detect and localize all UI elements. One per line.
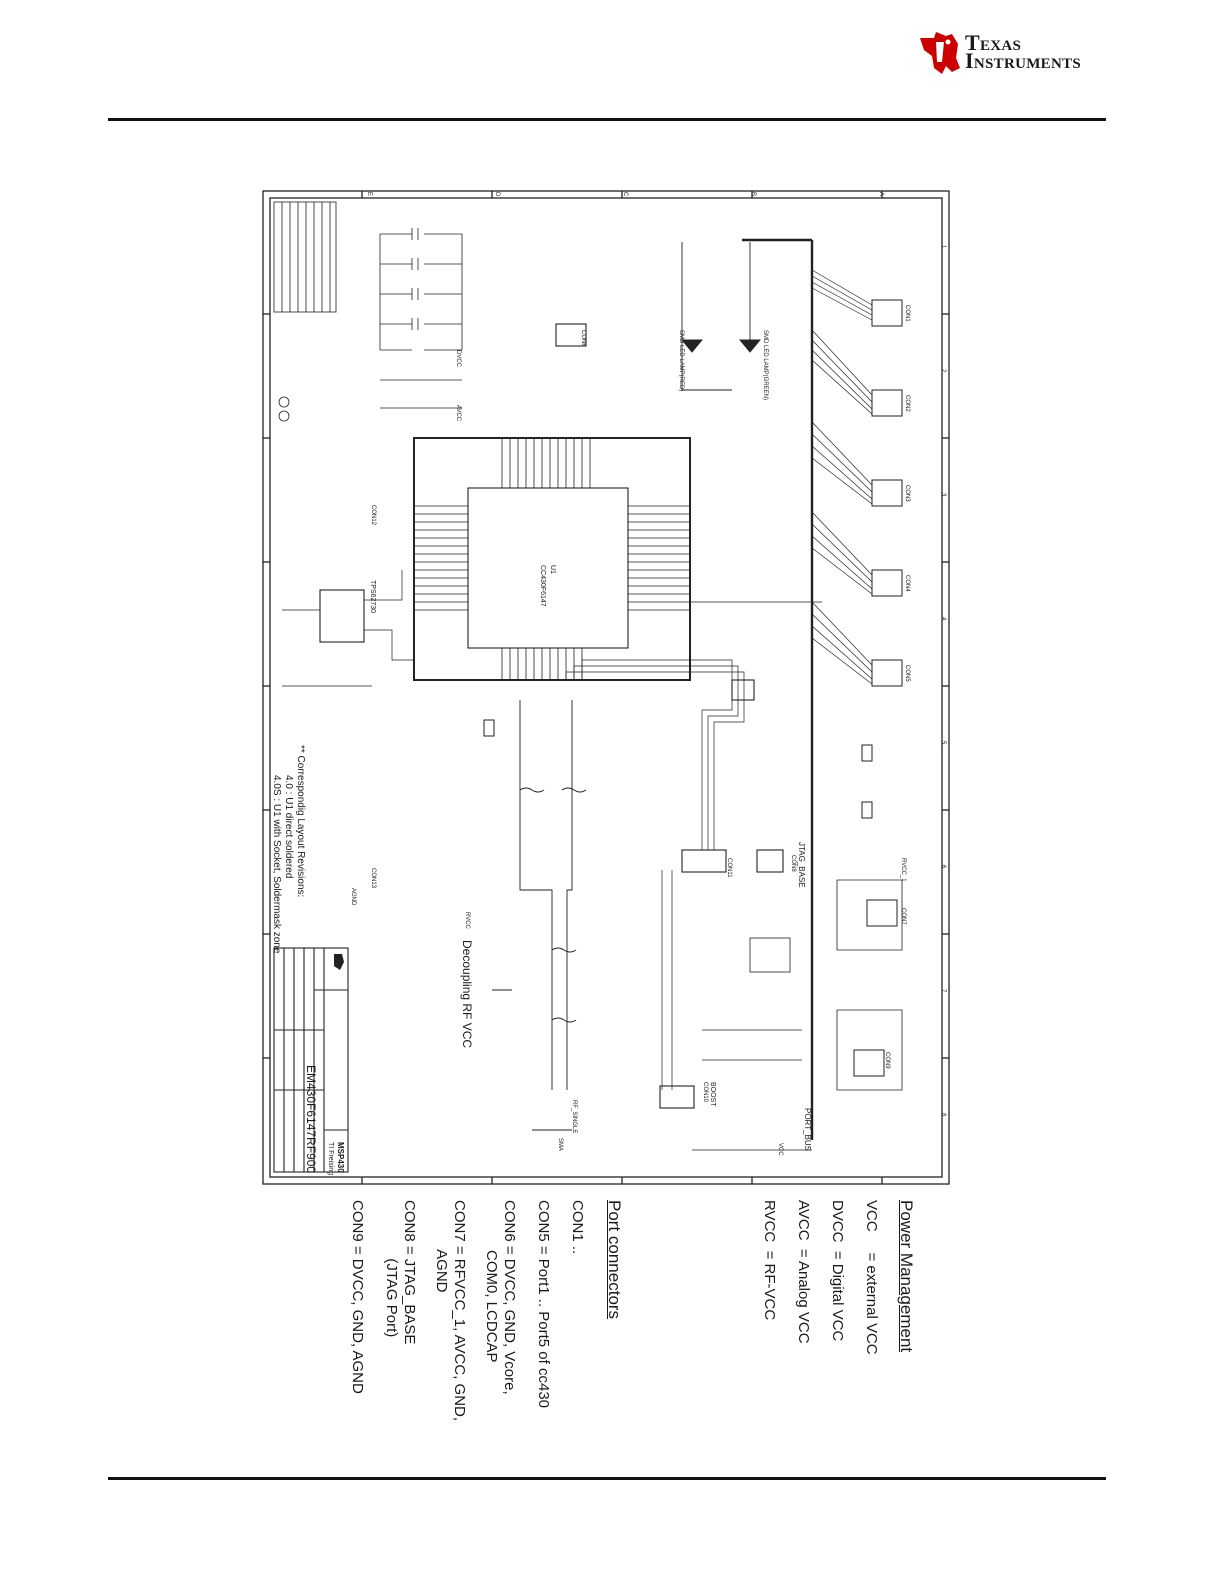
power-item-rvcc: RVCC = RF-VCC	[761, 1200, 778, 1321]
port-item-con7-b: AGND	[433, 1200, 450, 1293]
header-rule	[108, 118, 1106, 121]
board-name-label: EM430F6147RF900	[304, 1065, 318, 1174]
brand-name: Texas Instruments	[965, 30, 1082, 73]
boost-label: BOOST	[709, 1082, 716, 1107]
port-item-con6-a: CON6 = DVCC, GND, Vcore,	[501, 1200, 518, 1395]
port-item-con8-b: (JTAG Port)	[383, 1200, 400, 1338]
row-number-5: 5	[940, 741, 946, 745]
net-avcc-label: AVCC	[455, 405, 461, 422]
con7-label: CON7	[900, 908, 906, 925]
port-item-con1: CON1 ..	[569, 1200, 586, 1255]
col-letter-a: A	[878, 192, 884, 197]
net-rvcc-label: RVCC	[464, 912, 470, 929]
con2-label: CON2	[904, 395, 910, 412]
col-letter-e: E	[366, 192, 372, 197]
net-agnd-label: AGND	[350, 888, 356, 906]
port-item-con8-a: CON8 = JTAG_BASE	[401, 1200, 418, 1345]
brand-line2: Instruments	[965, 48, 1082, 73]
row-number-4: 4	[940, 617, 946, 621]
net-rf-single-label: RF_SINGLE	[571, 1100, 577, 1134]
col-letter-b: B	[750, 192, 756, 197]
layout-note-1: 4.0 : U1 direct soldered	[283, 775, 294, 879]
con11-label: CON11	[726, 858, 732, 878]
power-management-title: Power Management	[897, 1200, 916, 1353]
net-dvcc-label: DVCC	[455, 350, 461, 368]
net-rvcc1-label: RVCC_1	[900, 858, 906, 882]
port-connectors-title: Port connectors	[605, 1200, 624, 1320]
led-green-label: SMD LED LAMP(GREEN)	[762, 330, 768, 401]
decoupling-title: Decoupling RF VCC	[460, 940, 474, 1049]
port-bus-label: PORT_BUS	[803, 1108, 812, 1151]
con9-label: CON9	[884, 1052, 890, 1069]
con4-label: CON4	[904, 575, 910, 592]
col-letter-d: D	[494, 192, 500, 197]
family-label: MSP430	[336, 1142, 345, 1173]
row-number-1: 1	[940, 245, 946, 249]
schematic-drawing	[262, 190, 950, 1185]
row-number-6: 6	[940, 865, 946, 869]
con8-label: CON8	[790, 855, 796, 872]
con12-label: CON12	[370, 505, 376, 526]
con10-label: CON10	[702, 1082, 708, 1103]
row-number-2: 2	[940, 369, 946, 373]
port-item-con7-a: CON7 = RFVCC_1, AVCC, GND,	[451, 1200, 468, 1422]
power-item-dvcc: DVCC = Digital VCC	[829, 1200, 846, 1342]
row-number-8: 8	[940, 1113, 946, 1117]
con1-label: CON1	[904, 305, 910, 322]
power-item-vcc: VCC = external VCC	[863, 1200, 880, 1355]
led-red-label: SMD LED LAMP(RED)	[678, 330, 684, 392]
net-vcc-label: VCC	[777, 1143, 783, 1156]
ti-logo-icon	[920, 32, 960, 74]
jtag-base-label: JTAG_BASE	[797, 842, 806, 888]
company-label: TI Freising	[327, 1142, 334, 1176]
port-item-con5: CON5 = Port1 .. Port5 of cc430	[535, 1200, 552, 1409]
mcu-ref-label: U1	[549, 565, 556, 574]
col-letter-c: C	[622, 192, 628, 197]
net-sma-label: SMA	[557, 1138, 563, 1152]
con13-label: CON13	[370, 868, 376, 889]
mcu-label: CC430F6147	[539, 565, 546, 607]
footer-rule	[108, 1477, 1106, 1480]
con6-label: CON6	[580, 330, 586, 347]
layout-note-title: ** Correspondig Layout Revisions:	[295, 745, 306, 898]
port-item-con6-b: COM0, LCDCAP	[483, 1200, 500, 1363]
port-item-con9: CON9 = DVCC, GND, AGND	[349, 1200, 366, 1394]
row-number-3: 3	[940, 493, 946, 497]
power-item-avcc: AVCC = Analog VCC	[795, 1200, 812, 1344]
con3-label: CON3	[904, 485, 910, 502]
regulator-label: TPS62730	[369, 580, 376, 614]
layout-note-2: 4.0S : U1 with Socket, Soldermask zone	[271, 775, 282, 954]
con5-label: CON5	[904, 665, 910, 682]
brand-line1: Texas	[965, 30, 1022, 55]
row-number-7: 7	[940, 989, 946, 993]
